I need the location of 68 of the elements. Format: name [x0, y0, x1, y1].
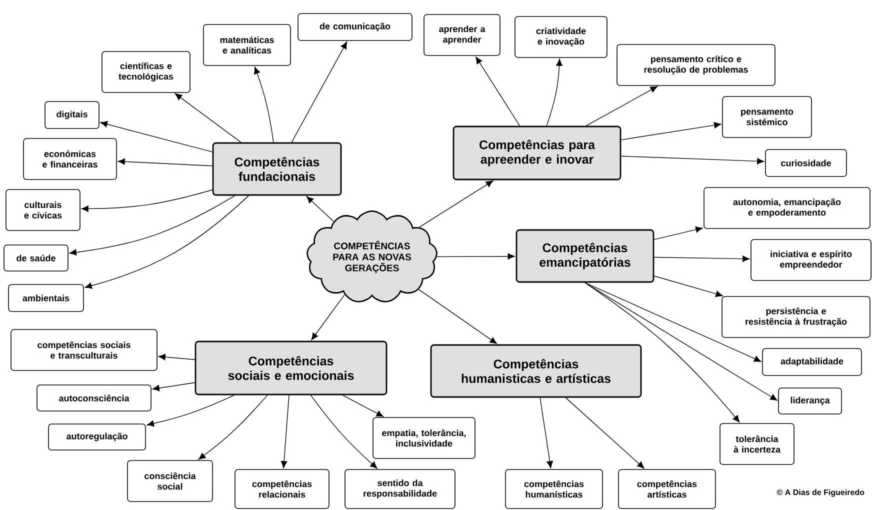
arrow	[584, 282, 740, 422]
arrow	[584, 282, 762, 362]
competence-box: digitais	[44, 101, 100, 129]
arrow	[476, 56, 520, 126]
category-box: Competências fundacionais	[212, 142, 342, 196]
arrow	[620, 122, 722, 140]
competence-box: empatia, tolerância, inclusividade	[372, 417, 476, 459]
arrow	[291, 42, 348, 143]
arrow	[540, 397, 553, 468]
competence-box: competências sociais e transculturais	[10, 329, 158, 371]
competence-box: liderança	[778, 388, 842, 414]
competence-box: autoregulação	[48, 424, 146, 450]
competence-box: de comunicação	[298, 13, 412, 41]
central-cloud: COMPETÊNCIAS PARA AS NOVAS GERAÇÕES	[306, 210, 438, 302]
competence-box: autonomia, emancipação e empoderamento	[704, 187, 870, 229]
arrow	[84, 195, 249, 289]
arrow	[620, 156, 764, 164]
competence-box: económicas e financeiras	[23, 138, 117, 180]
competence-box: pensamento sistémico	[722, 96, 812, 138]
arrow	[280, 394, 290, 468]
arrow	[419, 180, 494, 228]
competence-box: curiosidade	[765, 149, 847, 177]
arrow	[146, 394, 235, 427]
competence-box: iniciativa e espírito empreendedor	[750, 239, 872, 281]
category-box: Competências para apreender e inovar	[452, 126, 622, 180]
competence-box: culturais e cívicas	[6, 189, 80, 231]
arrow	[418, 289, 497, 344]
arrow	[174, 93, 242, 143]
competence-box: competências artísticas	[618, 469, 716, 509]
arrow	[586, 86, 658, 126]
competence-box: persistência e resistência à frustração	[722, 296, 870, 338]
category-box: Competências sociais e emocionais	[194, 340, 388, 396]
arrow	[158, 354, 196, 360]
arrow	[152, 382, 196, 392]
arrow	[654, 276, 723, 298]
competence-box: tolerância à incerteza	[720, 423, 794, 465]
arrow	[118, 158, 213, 166]
arrow	[584, 282, 778, 401]
arrow	[100, 121, 213, 152]
competence-box: autoconsciência	[36, 384, 152, 412]
competence-box: sentido da responsabilidade	[344, 469, 456, 509]
arrow	[310, 394, 378, 469]
competence-box: ambientais	[8, 284, 84, 312]
competence-box: matemáticas e analíticas	[203, 24, 291, 66]
arrow	[198, 394, 268, 460]
arrow	[342, 394, 384, 417]
arrow	[654, 256, 750, 262]
competence-box: aprender a aprender	[424, 14, 500, 56]
arrow	[654, 226, 703, 240]
category-box: Competências emancipatórias	[516, 229, 654, 283]
arrow	[311, 294, 345, 340]
arrow	[565, 397, 644, 469]
competence-box: competências humanísticas	[505, 469, 603, 509]
competence-box: consciência social	[127, 460, 213, 502]
competence-box: de saúde	[4, 244, 68, 272]
arrow	[69, 195, 236, 256]
competence-box: competências relacionais	[234, 469, 330, 509]
arrow	[436, 253, 515, 260]
competence-box: criatividade e inovação	[514, 16, 608, 58]
arrow	[306, 196, 334, 222]
arrow	[254, 66, 274, 143]
copyright-note: © A Dias de Figueiredo	[776, 489, 864, 497]
competence-box: pensamento crítico e resolução de problemas	[616, 44, 776, 86]
competence-box: adaptabilidade	[762, 348, 862, 376]
category-box: Competências humanisticas e artísticas	[430, 344, 642, 398]
competence-box: científicas e tecnológicas	[102, 51, 190, 93]
arrow	[81, 190, 213, 212]
arrow	[546, 58, 562, 126]
